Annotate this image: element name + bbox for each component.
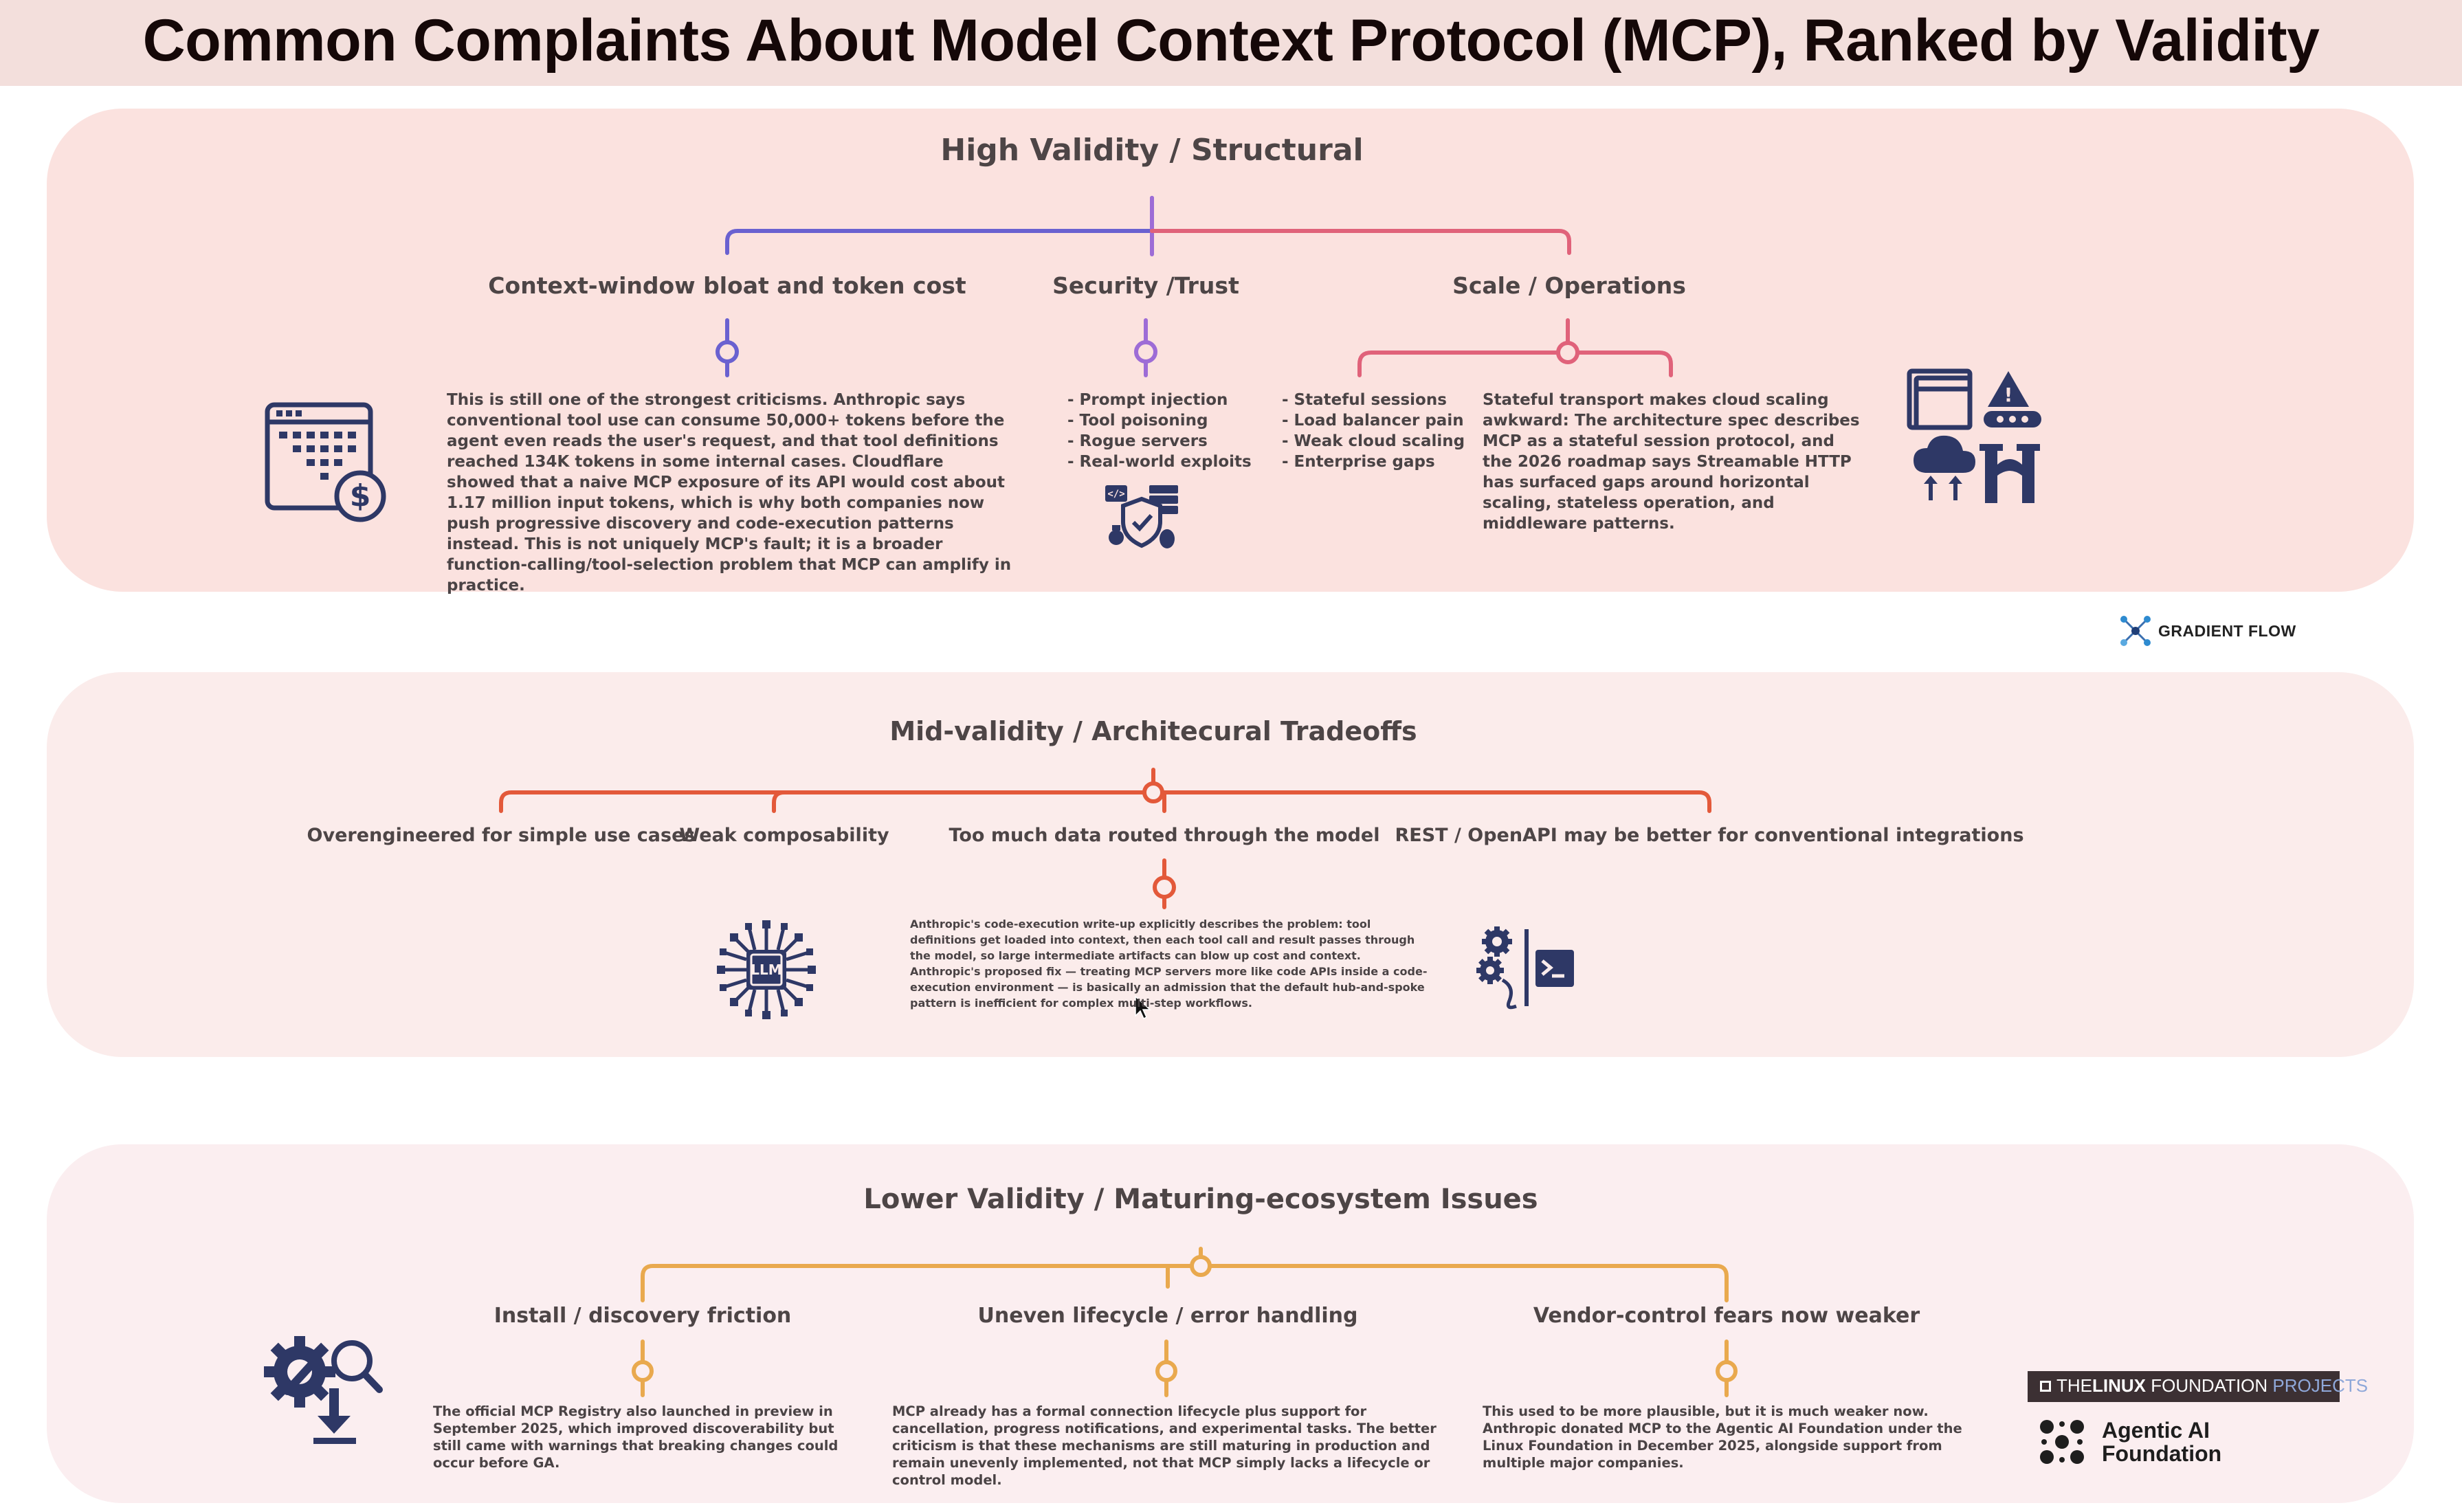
scale-operations-description: Stateful transport makes cloud scaling a… xyxy=(1483,391,1860,533)
low-stems xyxy=(641,1339,1729,1397)
list-item: - Real-world exploits xyxy=(1067,453,1252,471)
list-item: - Load balancer pain xyxy=(1282,412,1464,430)
calendar-dollar-icon: $ xyxy=(265,402,386,522)
security-bullet-list: - Prompt injection - Tool poisoning - Ro… xyxy=(1067,390,1252,472)
node-dot-scale xyxy=(1556,341,1579,364)
node-dot-security xyxy=(1134,340,1157,364)
security-shield-icon: </> xyxy=(1105,485,1178,548)
low-branches xyxy=(641,1247,1729,1302)
node-dot-low-vendor xyxy=(1716,1360,1738,1382)
section-title-low: Lower Validity / Maturing-ecosystem Issu… xyxy=(863,1183,1538,1215)
vendor-control-description: This used to be more plausible, but it i… xyxy=(1483,1403,1962,1471)
llm-hub-icon: LLM xyxy=(717,920,816,1019)
node-dot-mid-data xyxy=(1153,876,1176,899)
list-item: - Prompt injection xyxy=(1067,391,1228,409)
panel-lower-validity xyxy=(47,1144,2414,1503)
node-dot-low-root xyxy=(1190,1255,1212,1277)
linux-foundation-text: THELINUX FOUNDATION PROJECTS xyxy=(2056,1375,2369,1396)
node-install-discovery: Install / discovery friction xyxy=(493,1304,792,1328)
node-rest-openapi: REST / OpenAPI may be better for convent… xyxy=(1395,825,2024,846)
page-title: Common Complaints About Model Context Pr… xyxy=(142,8,2320,74)
node-uneven-lifecycle: Uneven lifecycle / error handling xyxy=(977,1304,1358,1328)
panel-mid-validity xyxy=(47,672,2414,1057)
title-bar xyxy=(0,0,2462,86)
scale-bullet-list: - Stateful sessions - Load balancer pain… xyxy=(1282,390,1465,472)
data-routing-description: Anthropic's code-execution write-up expl… xyxy=(910,918,1428,1010)
mid-branches xyxy=(499,768,1711,813)
gear-search-download-icon xyxy=(264,1336,383,1444)
cloud-ops-icon: ! xyxy=(1907,368,2041,503)
node-dot-context xyxy=(716,340,739,364)
node-security-trust: Security /Trust xyxy=(1052,272,1239,299)
node-weak-composability: Weak composability xyxy=(679,825,889,846)
node-vendor-control: Vendor-control fears now weaker xyxy=(1533,1304,1920,1328)
section-title-high: High Validity / Structural xyxy=(940,133,1364,168)
gradient-flow-mark-icon xyxy=(2120,616,2151,646)
list-item: - Weak cloud scaling xyxy=(1282,432,1465,450)
branch-scale xyxy=(1150,229,1571,255)
node-scale-operations: Scale / Operations xyxy=(1452,272,1686,299)
node-context-window: Context-window bloat and token cost xyxy=(488,272,966,299)
panel-high-validity xyxy=(47,109,2414,592)
mouse-cursor-icon xyxy=(1135,995,1151,1020)
node-dot-low-lifecycle xyxy=(1155,1360,1177,1382)
branch-context xyxy=(725,196,1154,255)
context-window-description: This is still one of the strongest criti… xyxy=(447,391,1012,594)
node-dot-low-install xyxy=(632,1360,654,1382)
svg-text:$: $ xyxy=(350,478,371,513)
uneven-lifecycle-description: MCP already has a formal connection life… xyxy=(892,1403,1437,1488)
node-overengineered: Overengineered for simple use cases xyxy=(307,825,696,846)
node-too-much-data: Too much data routed through the model xyxy=(949,825,1380,846)
list-item: - Tool poisoning xyxy=(1067,412,1208,430)
list-item: - Stateful sessions xyxy=(1282,391,1447,409)
agentic-ai-dots-icon xyxy=(2040,1420,2084,1464)
agentic-ai-foundation-logo: Agentic AI Foundation xyxy=(2036,1416,2242,1468)
list-item: - Rogue servers xyxy=(1067,432,1208,450)
gradient-flow-logo: GRADIENT FLOW xyxy=(2118,614,2318,648)
linux-foundation-logo: THELINUX FOUNDATION PROJECTS xyxy=(2028,1371,2368,1402)
linux-foundation-box-icon xyxy=(2040,1381,2051,1392)
llm-label: LLM xyxy=(751,961,781,978)
node-dot-mid-root xyxy=(1142,781,1164,803)
list-item: - Enterprise gaps xyxy=(1282,453,1435,471)
svg-text:!: ! xyxy=(2004,383,2013,406)
agentic-ai-foundation-text: Agentic AI Foundation xyxy=(2102,1418,2222,1466)
stem-scale xyxy=(1357,318,1673,377)
install-discovery-description: The official MCP Registry also launched … xyxy=(433,1403,839,1471)
gradient-flow-text: GRADIENT FLOW xyxy=(2158,622,2296,640)
section-title-mid: Mid-validity / Architecural Tradeoffs xyxy=(889,716,1417,746)
svg-text:</>: </> xyxy=(1107,489,1124,500)
gears-terminal-icon xyxy=(1476,926,1574,1010)
